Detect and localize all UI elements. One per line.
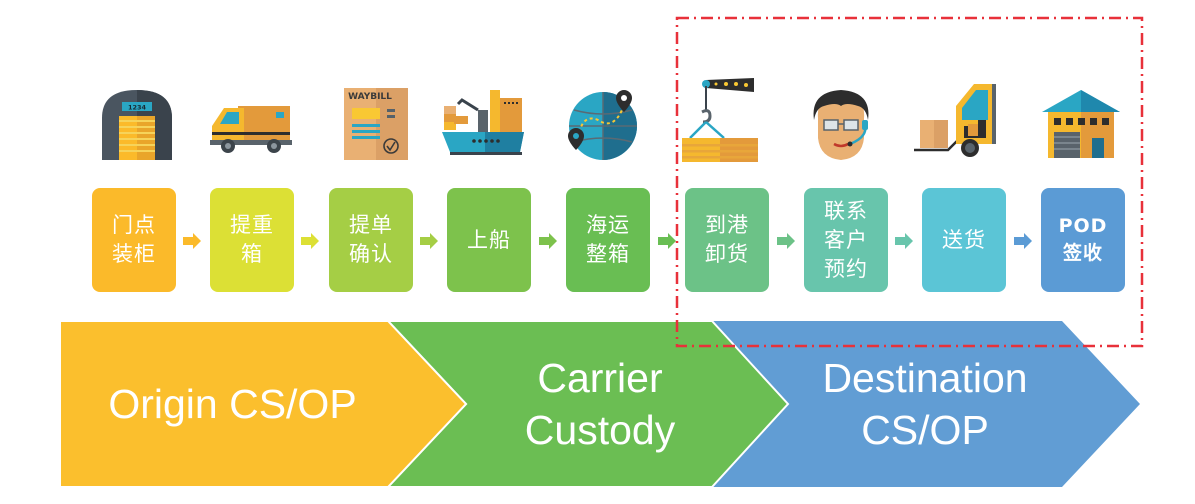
delivery-van-icon <box>206 88 296 160</box>
step-pod-signoff: POD 签收 <box>1041 188 1125 292</box>
phase-band-origin <box>60 321 468 487</box>
customer-service-headset-icon <box>796 88 886 160</box>
door-number: 1234 <box>128 104 147 112</box>
arrow-right-icon <box>658 233 676 249</box>
arrow-right-icon <box>420 233 438 249</box>
forklift-icon <box>912 80 1002 162</box>
phase-bands <box>60 321 1140 487</box>
step-on-board: 上船 <box>447 188 531 292</box>
arrow-right-icon <box>301 233 319 249</box>
phase-band-destination <box>712 321 1140 487</box>
crane-hook-cargo-icon <box>676 76 766 162</box>
phase-label-origin: Origin CS/OP <box>108 381 357 427</box>
warehouse-building-icon <box>1036 88 1126 160</box>
globe-route-icon <box>558 88 648 160</box>
step-pickup-laden: 提重 箱 <box>210 188 294 292</box>
step-ocean-fcl: 海运 整箱 <box>566 188 650 292</box>
warehouse-door-icon: 1234 <box>92 88 182 160</box>
step-contact-customer: 联系 客户 预约 <box>804 188 888 292</box>
arrow-right-icon <box>777 233 795 249</box>
arrow-right-icon <box>895 233 913 249</box>
phase-label-destination: Destination CS/OP <box>822 355 1028 453</box>
step-bl-confirm: 提单 确认 <box>329 188 413 292</box>
arrow-right-icon <box>183 233 201 249</box>
step-door-loading: 门点 装柜 <box>92 188 176 292</box>
step-port-discharge: 到港 卸货 <box>685 188 769 292</box>
waybill-text: WAYBILL <box>348 92 392 102</box>
cargo-ship-icon <box>440 88 530 160</box>
phase-label-carrier: Carrier Custody <box>524 355 676 453</box>
step-delivery: 送货 <box>922 188 1006 292</box>
arrow-right-icon <box>539 233 557 249</box>
arrow-right-icon <box>1014 233 1032 249</box>
destination-highlight-box <box>675 16 1144 348</box>
waybill-document-icon: WAYBILL <box>325 88 415 160</box>
